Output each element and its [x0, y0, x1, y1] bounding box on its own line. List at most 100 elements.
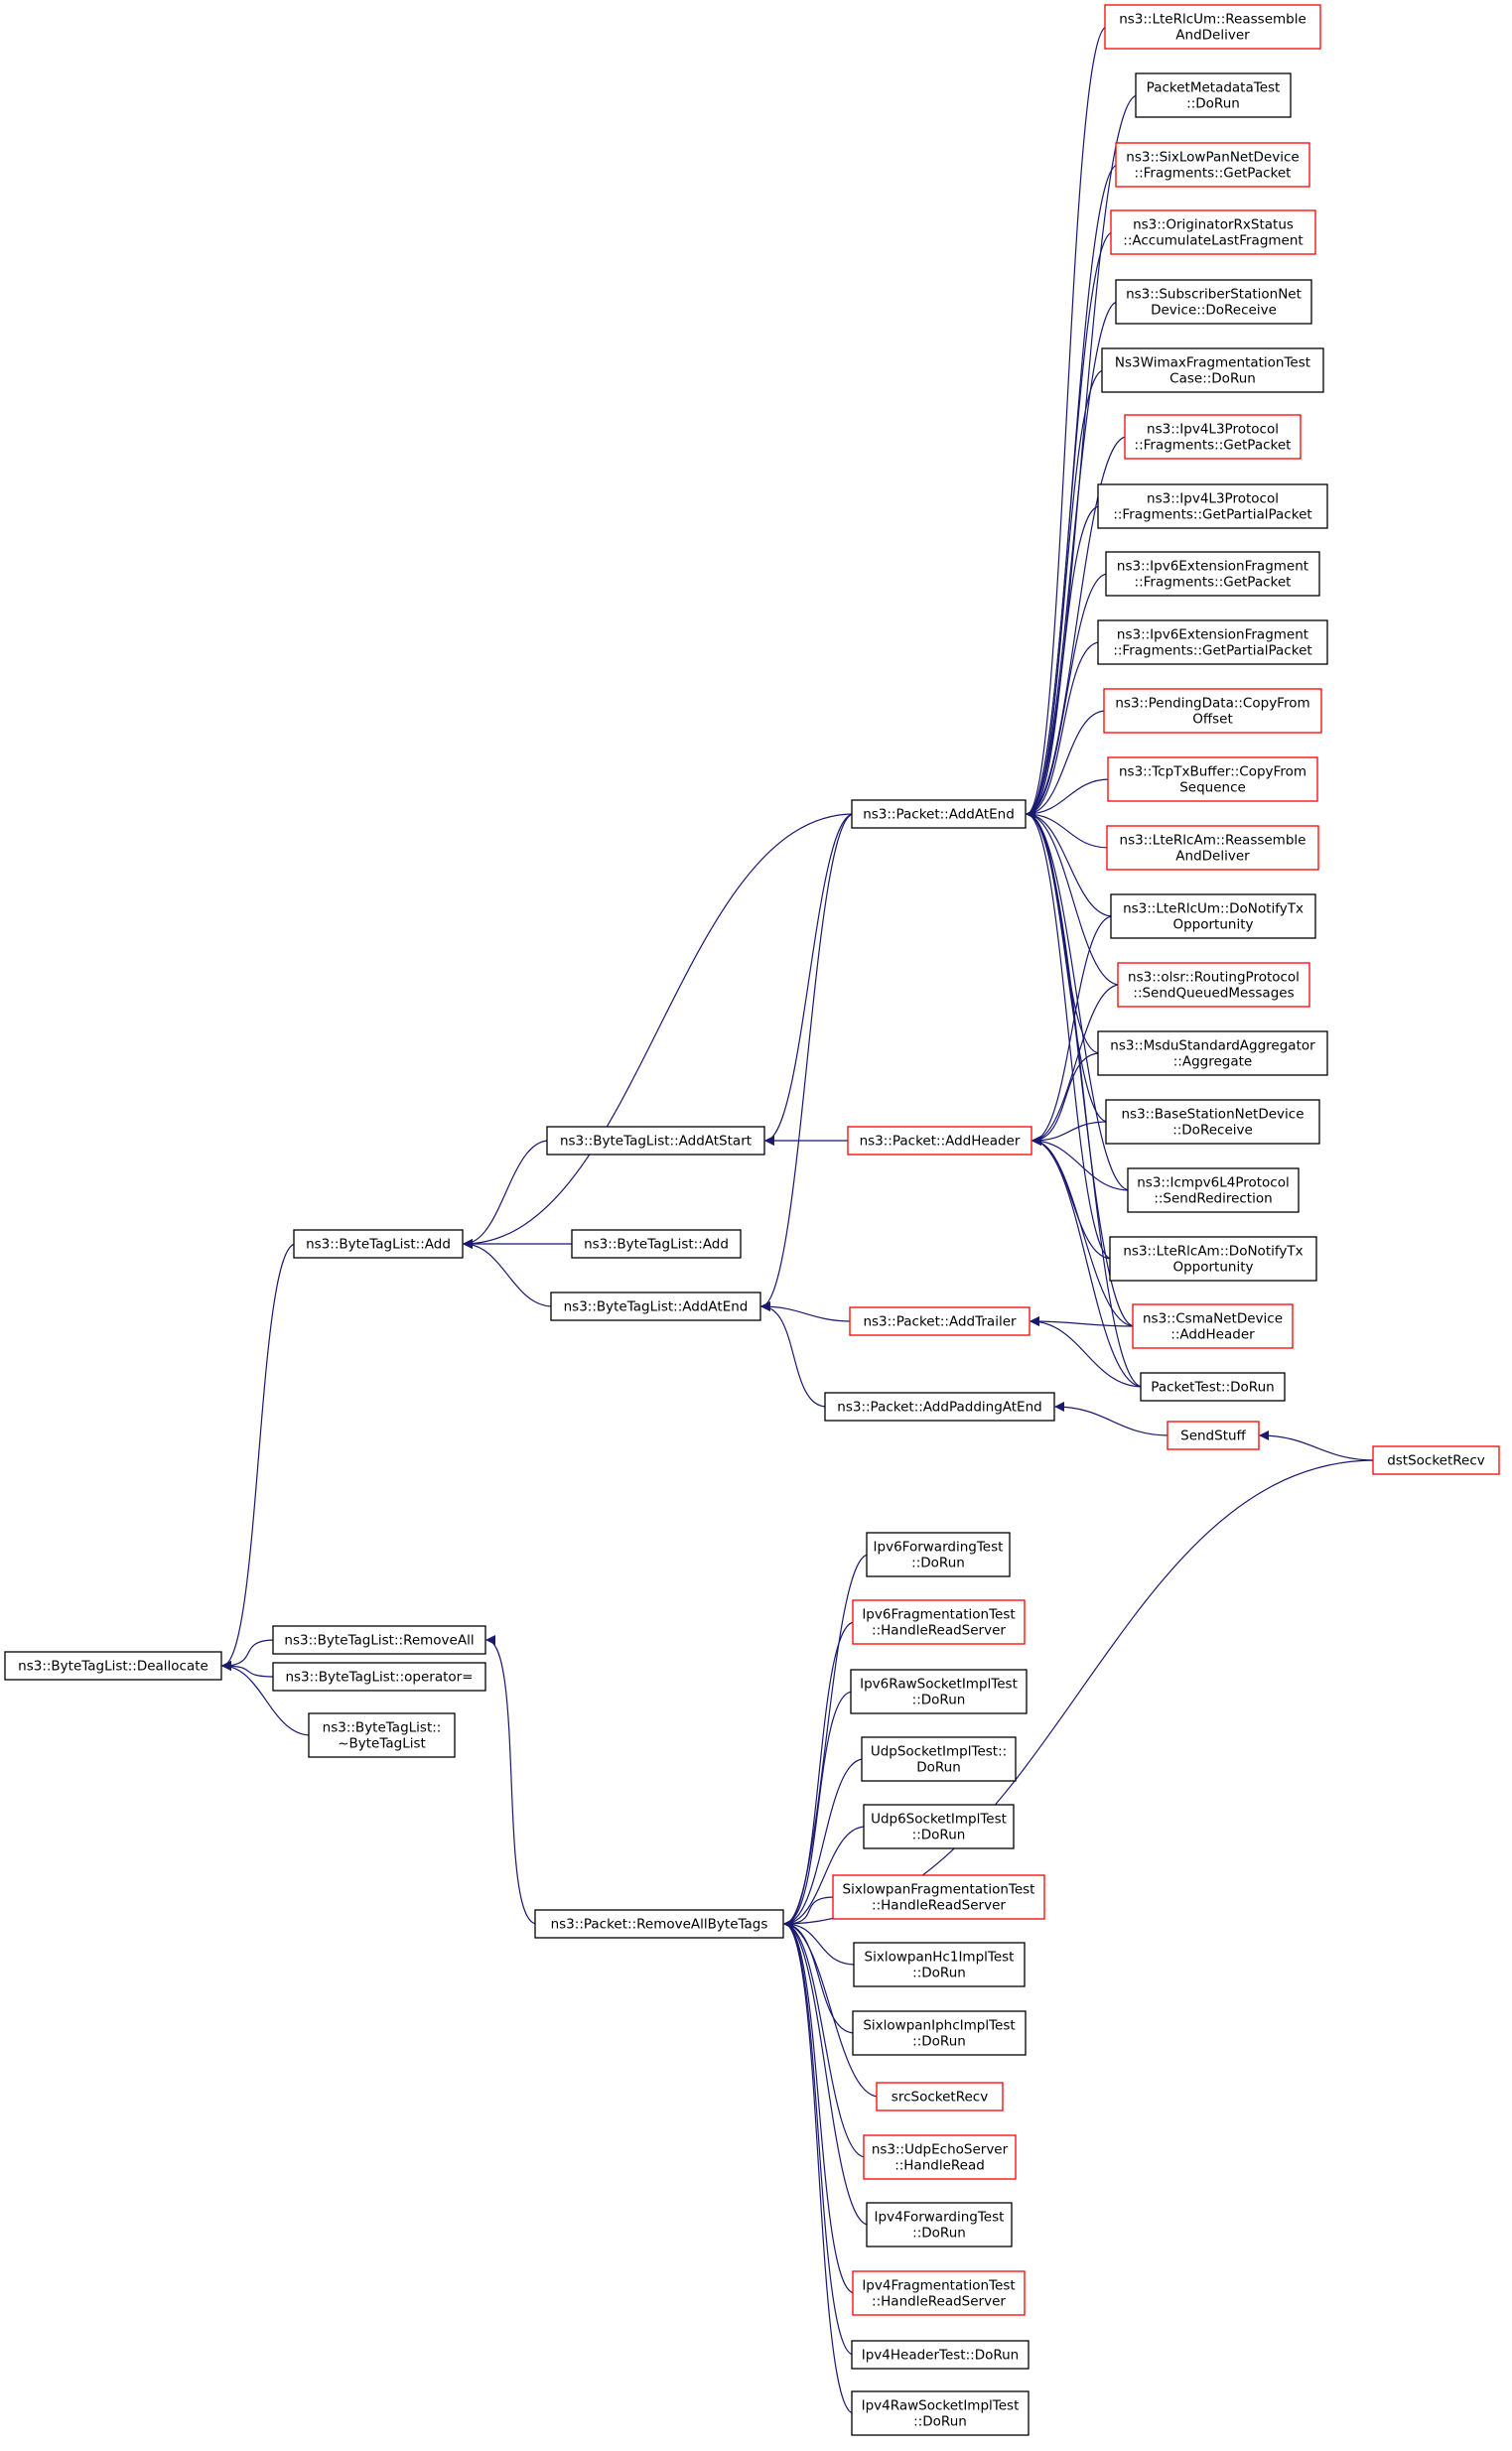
edge-ipv6ext_getpacket-to-pkt_addatend: [1026, 573, 1109, 819]
node-btl_add-box: [293, 1229, 464, 1259]
node-udp6socket[interactable]: Udp6SocketImplTest::DoRun: [863, 1804, 1015, 1849]
edge-pkt_removeallbytetags-to-btl_removeall: [485, 1635, 538, 1925]
node-ipv4l3_getpartial-label-0: ns3::Ipv4L3Protocol: [1147, 491, 1279, 507]
edge-pendingdata-to-pkt_addatend: [1026, 710, 1107, 819]
edge-icmpv6-to-pkt_addheader: [1031, 1136, 1131, 1191]
node-olsr-label-0: ns3::olsr::RoutingProtocol: [1128, 970, 1300, 986]
edge-lterlcum_notify-to-pkt_addheader: [1031, 915, 1114, 1146]
node-packettest[interactable]: PacketTest::DoRun: [1140, 1372, 1286, 1402]
edge-packettest-to-pkt_addheader: [1031, 1136, 1144, 1388]
node-ipv4raw[interactable]: Ipv4RawSocketImplTest::DoRun: [851, 2390, 1030, 2436]
node-dstsocketrecv[interactable]: dstSocketRecv: [1372, 1445, 1500, 1475]
node-udp6socket-label-0: Udp6SocketImplTest: [871, 1812, 1007, 1828]
node-olsr[interactable]: ns3::olsr::RoutingProtocol::SendQueuedMe…: [1117, 962, 1310, 1008]
node-msdu[interactable]: ns3::MsduStandardAggregator::Aggregate: [1097, 1030, 1328, 1076]
edge-btl_addatstart-to-btl_add: [463, 1140, 550, 1249]
edge-pkt_addpaddingatend-to-btl_addatend: [760, 1301, 828, 1408]
node-sixlowpan_getpacket[interactable]: ns3::SixLowPanNetDevice::Fragments::GetP…: [1115, 142, 1310, 188]
node-btl_removeall-label-0: ns3::ByteTagList::RemoveAll: [284, 1633, 474, 1649]
node-ipv6raw-label-0: Ipv6RawSocketImplTest: [860, 1677, 1018, 1693]
node-btl_add2[interactable]: ns3::ByteTagList::Add: [571, 1229, 742, 1259]
node-subscriber[interactable]: ns3::SubscriberStationNetDevice::DoRecei…: [1115, 279, 1312, 325]
node-pkt_addtrailer[interactable]: ns3::Packet::AddTrailer: [849, 1306, 1031, 1336]
edge-dstsocketrecv-to-sendstuff: [1259, 1430, 1376, 1461]
node-btl_dtor[interactable]: ns3::ByteTagList::~ByteTagList: [308, 1712, 456, 1758]
node-sendstuff-label-0: SendStuff: [1180, 1429, 1246, 1444]
node-icmpv6-label-1: ::SendRedirection: [1154, 1191, 1272, 1207]
node-btl_operator[interactable]: ns3::ByteTagList::operator=: [272, 1662, 486, 1692]
node-btl_addatend-box: [550, 1292, 761, 1321]
node-sixlowpaniphc-label-0: SixlowpanIphcImplTest: [863, 2018, 1015, 2034]
node-ipv4fwd[interactable]: Ipv4ForwardingTest::DoRun: [866, 2202, 1013, 2247]
node-pkt_removeallbytetags[interactable]: ns3::Packet::RemoveAllByteTags: [534, 1909, 784, 1939]
node-udpsocket[interactable]: UdpSocketImplTest::DoRun: [861, 1736, 1017, 1782]
node-packetmetadatatest-label-1: ::DoRun: [1186, 96, 1240, 112]
node-btl_addatend[interactable]: ns3::ByteTagList::AddAtEnd: [550, 1292, 761, 1321]
edge-btl_add-to-root: [221, 1243, 297, 1671]
node-root[interactable]: ns3::ByteTagList::Deallocate: [4, 1651, 222, 1681]
node-btl_add[interactable]: ns3::ByteTagList::Add: [293, 1229, 464, 1259]
node-ipv4l3_getpartial[interactable]: ns3::Ipv4L3Protocol::Fragments::GetParti…: [1097, 483, 1328, 529]
node-pendingdata-label-1: Offset: [1192, 712, 1233, 728]
node-lterlcam_notify-box: [1109, 1236, 1317, 1282]
node-originator[interactable]: ns3::OriginatorRxStatus::AccumulateLastF…: [1110, 209, 1316, 255]
node-ipv4raw-label-1: ::DoRun: [913, 2414, 967, 2430]
node-ipv4frag-label-0: Ipv4FragmentationTest: [862, 2278, 1015, 2294]
node-ipv6frag[interactable]: Ipv6FragmentationTest::HandleReadServer: [852, 1599, 1026, 1645]
node-subscriber-box: [1115, 279, 1312, 325]
node-ipv6frag-label-1: ::HandleReadServer: [872, 1623, 1006, 1639]
node-lterlcum_notify-label-0: ns3::LteRlcUm::DoNotifyTx: [1123, 901, 1304, 917]
node-ipv4header[interactable]: Ipv4HeaderTest::DoRun: [851, 2340, 1030, 2370]
node-ipv6ext_getpartial-box: [1097, 619, 1328, 665]
node-sixlowpan_getpacket-label-0: ns3::SixLowPanNetDevice: [1126, 150, 1299, 166]
node-pkt_addpaddingatend[interactable]: ns3::Packet::AddPaddingAtEnd: [824, 1392, 1055, 1422]
node-root-label-0: ns3::ByteTagList::Deallocate: [18, 1659, 208, 1675]
node-basestation[interactable]: ns3::BaseStationNetDevice::DoReceive: [1105, 1099, 1320, 1145]
node-ipv4frag-box: [852, 2270, 1026, 2316]
node-pkt_addatend[interactable]: ns3::Packet::AddAtEnd: [851, 799, 1027, 829]
node-udpecho[interactable]: ns3::UdpEchoServer::HandleRead: [863, 2134, 1017, 2180]
node-wimaxfrag-box: [1101, 347, 1324, 393]
edge-lterlcam_notify-to-pkt_addatend: [1026, 809, 1113, 1260]
node-pkt_addpaddingatend-label-0: ns3::Packet::AddPaddingAtEnd: [837, 1400, 1041, 1416]
edge-ipv6ext_getpartial-to-pkt_addatend: [1026, 641, 1101, 819]
node-icmpv6[interactable]: ns3::Icmpv6L4Protocol::SendRedirection: [1127, 1167, 1300, 1213]
node-btl_addatstart[interactable]: ns3::ByteTagList::AddAtStart: [546, 1126, 765, 1156]
node-sixlowpanfrag[interactable]: SixlowpanFragmentationTest::HandleReadSe…: [832, 1874, 1045, 1920]
node-ipv6ext_getpartial[interactable]: ns3::Ipv6ExtensionFragment::Fragments::G…: [1097, 619, 1328, 665]
node-btl_operator-label-0: ns3::ByteTagList::operator=: [285, 1670, 473, 1686]
node-packettest-box: [1140, 1372, 1286, 1402]
node-ipv4l3_getpacket[interactable]: ns3::Ipv4L3Protocol::Fragments::GetPacke…: [1124, 414, 1302, 460]
node-btl_addatstart-label-0: ns3::ByteTagList::AddAtStart: [560, 1134, 752, 1150]
node-btl_dtor-label-0: ns3::ByteTagList::: [323, 1720, 442, 1736]
node-lterlcam_notify-label-0: ns3::LteRlcAm::DoNotifyTx: [1123, 1244, 1303, 1260]
node-packetmetadatatest[interactable]: PacketMetadataTest::DoRun: [1135, 72, 1292, 118]
node-sendstuff[interactable]: SendStuff: [1167, 1421, 1260, 1450]
node-ipv6ext_getpacket-label-1: ::Fragments::GetPacket: [1135, 575, 1292, 591]
node-ipv4fwd-box: [866, 2202, 1013, 2247]
node-ipv6ext_getpacket[interactable]: ns3::Ipv6ExtensionFragment::Fragments::G…: [1105, 551, 1320, 597]
node-btl_removeall-box: [272, 1625, 486, 1655]
node-srcsocketrecv[interactable]: srcSocketRecv: [876, 2082, 1004, 2111]
node-ipv6fwd[interactable]: Ipv6ForwardingTest::DoRun: [866, 1532, 1011, 1577]
edge-btl_addatend-to-btl_add: [463, 1239, 554, 1307]
node-pkt_addheader[interactable]: ns3::Packet::AddHeader: [847, 1126, 1032, 1156]
node-pkt_removeallbytetags-label-0: ns3::Packet::RemoveAllByteTags: [551, 1917, 768, 1933]
node-btl_removeall[interactable]: ns3::ByteTagList::RemoveAll: [272, 1625, 486, 1655]
node-ipv6raw[interactable]: Ipv6RawSocketImplTest::DoRun: [850, 1669, 1028, 1714]
node-msdu-box: [1097, 1030, 1328, 1076]
node-csma[interactable]: ns3::CsmaNetDevice::AddHeader: [1132, 1303, 1294, 1349]
node-sixlowpanfrag-label-0: SixlowpanFragmentationTest: [843, 1882, 1035, 1898]
node-sixlowpanhc1[interactable]: SixlowpanHc1ImplTest::DoRun: [853, 1942, 1026, 1987]
node-sixlowpaniphc[interactable]: SixlowpanIphcImplTest::DoRun: [852, 2010, 1027, 2056]
node-ipv4frag[interactable]: Ipv4FragmentationTest::HandleReadServer: [852, 2270, 1026, 2316]
node-ipv6frag-box: [852, 1599, 1026, 1645]
node-btl_add2-box: [571, 1229, 742, 1259]
